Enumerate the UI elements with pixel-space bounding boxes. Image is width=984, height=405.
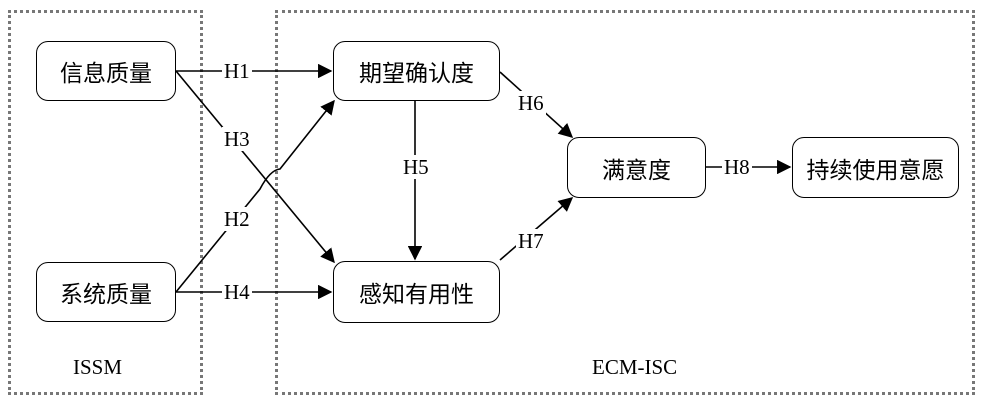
- label-h3: H3: [222, 127, 252, 151]
- edge-h2: [175, 99, 335, 293]
- edge-h3: [175, 70, 335, 264]
- node-expectation-confirmation: 期望确认度: [333, 41, 500, 101]
- label-h1: H1: [222, 59, 252, 83]
- issm-label: ISSM: [73, 355, 123, 379]
- label-h5: H5: [401, 155, 431, 179]
- node-satisfaction: 满意度: [567, 137, 706, 198]
- label-h2: H2: [222, 207, 252, 231]
- ecm-isc-region: [275, 10, 975, 395]
- ecm-isc-label: ECM-ISC: [592, 355, 678, 379]
- label-h8: H8: [722, 155, 752, 179]
- node-system-quality: 系统质量: [36, 262, 176, 322]
- label-h6: H6: [516, 91, 546, 115]
- label-h7: H7: [516, 229, 546, 253]
- issm-region: [8, 10, 203, 395]
- label-h4: H4: [222, 280, 252, 304]
- node-info-quality: 信息质量: [36, 41, 176, 101]
- node-perceived-usefulness: 感知有用性: [333, 261, 500, 323]
- node-continuance-intention: 持续使用意愿: [792, 137, 959, 198]
